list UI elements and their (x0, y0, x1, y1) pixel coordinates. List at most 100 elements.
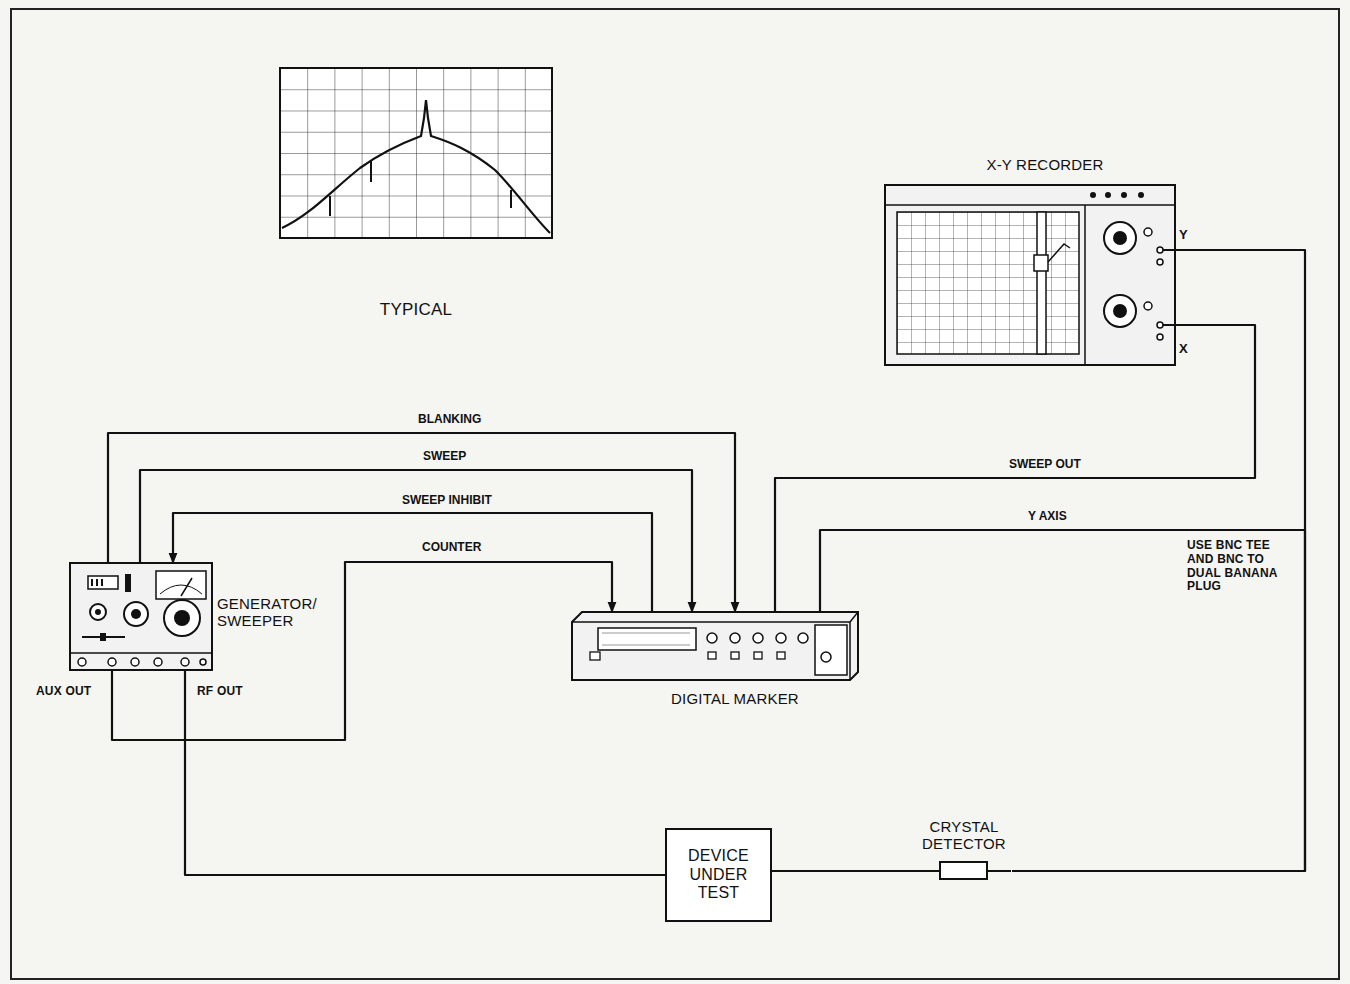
scope-display-part (282, 100, 550, 233)
terminal-label: Y (1179, 228, 1193, 243)
x-y-recorder-drawing-part (1121, 192, 1127, 198)
generator-sweeper-drawing-part (125, 574, 131, 592)
digital-marker-drawing-part (850, 612, 858, 622)
recorder-instrument: X-Y RECORDER (885, 156, 1175, 365)
x-y-recorder-drawing-part (897, 212, 1079, 354)
node-label: X-Y RECORDER (955, 156, 1135, 173)
digital-marker-drawing-part (730, 633, 740, 643)
scope-display-part (280, 68, 552, 238)
page-frame-part (11, 9, 1339, 979)
digital-marker-drawing-part (590, 652, 600, 660)
x-y-recorder-drawing-part (1105, 192, 1111, 198)
page-frame (11, 9, 1339, 979)
crystal-detector-drawing (917, 862, 1011, 879)
digital-marker-drawing-part (815, 625, 847, 675)
generator-sweeper-drawing-part (181, 578, 192, 596)
signal-cable (820, 530, 1305, 871)
node-label: DIGITAL MARKER (612, 690, 858, 707)
x-y-recorder-drawing-part (1084, 205, 1086, 365)
generator-sweeper-drawing-part (174, 610, 190, 626)
scope-display-part (280, 68, 552, 238)
digital-marker-drawing-part (598, 628, 696, 650)
x-y-recorder-drawing-part (1138, 192, 1144, 198)
marker-instrument: DIGITAL MARKER (572, 612, 860, 712)
x-y-recorder-drawing-part (885, 185, 1175, 365)
digital-marker-drawing-part (821, 652, 831, 662)
generator-sweeper-drawing-part (78, 658, 86, 666)
signal-cable (108, 433, 735, 612)
x-y-recorder-drawing-part (1163, 250, 1176, 325)
digital-marker-drawing-part (572, 621, 850, 623)
digital-marker-drawing-part (731, 652, 739, 659)
generator-sweeper-drawing-part (100, 633, 106, 641)
port-label: AUX OUT (36, 685, 106, 699)
x-y-recorder-drawing-part (1144, 228, 1152, 236)
device-box: DEVICE UNDER TEST (665, 828, 772, 922)
generator-sweeper-drawing-part (156, 571, 206, 599)
x-y-recorder-drawing-part (1144, 302, 1152, 310)
cable-label: COUNTER (419, 540, 484, 554)
digital-marker-drawing-part (707, 633, 717, 643)
generator-sweeper-drawing-part (108, 658, 116, 666)
cable-label: SWEEP OUT (1006, 457, 1084, 471)
x-y-recorder-drawing-part (1104, 222, 1136, 254)
scope-display-part (280, 68, 552, 238)
signal-cable (112, 562, 612, 740)
cable-label: SWEEP (420, 449, 469, 463)
digital-marker-drawing-part (777, 652, 785, 659)
x-y-recorder-drawing-part (1157, 247, 1163, 253)
terminal-label: X (1179, 342, 1193, 357)
node-label: GENERATOR/ SWEEPER (217, 595, 317, 630)
generator-sweeper-drawing-part (88, 576, 118, 589)
scope-display-part (330, 160, 511, 216)
node-label: DEVICE UNDER TEST (673, 847, 765, 902)
x-y-recorder-drawing-part (885, 204, 1175, 206)
generator-sweeper-drawing-part (164, 600, 200, 636)
x-y-recorder-drawing-part (1048, 244, 1070, 262)
x-y-recorder-drawing-part (1113, 231, 1127, 245)
generator-sweeper-drawing-part (200, 659, 206, 665)
x-y-recorder-drawing-part (1113, 304, 1127, 318)
digital-marker-drawing-part (602, 633, 690, 645)
digital-marker-drawing-part (849, 622, 851, 680)
generator-sweeper-drawing-part (154, 658, 162, 666)
x-y-recorder-drawing-part (1157, 259, 1163, 265)
signal-cable (140, 470, 692, 612)
generator-sweeper-drawing-part (131, 609, 141, 619)
digital-marker-drawing (572, 612, 858, 680)
x-y-recorder-drawing-part (897, 212, 1079, 354)
x-y-recorder-drawing-part (1034, 255, 1048, 271)
generator-instrument: GENERATOR/ SWEEPER (70, 563, 320, 670)
x-y-recorder-drawing-part (1037, 212, 1046, 354)
digital-marker-drawing-part (754, 652, 762, 659)
signal-cable (185, 670, 665, 875)
x-y-recorder-drawing-part (897, 212, 1079, 354)
signal-cable (772, 870, 918, 872)
figure-title: TYPICAL (336, 300, 496, 320)
port-label: RF OUT (197, 685, 267, 699)
cable-label: BLANKING (415, 412, 484, 426)
generator-sweeper-drawing-part (95, 609, 101, 615)
cable-label: Y AXIS (1025, 509, 1070, 523)
x-y-recorder-drawing-part (1157, 334, 1163, 340)
generator-sweeper-drawing-part (131, 658, 139, 666)
crystal-detector-drawing-part (940, 862, 987, 879)
x-y-recorder-drawing-part (1157, 322, 1163, 328)
x-y-recorder-drawing-part (1104, 295, 1136, 327)
x-y-recorder-drawing (885, 185, 1176, 365)
x-y-recorder-drawing-part (1090, 192, 1096, 198)
digital-marker-drawing-part (708, 652, 716, 659)
connection-note: USE BNC TEE AND BNC TO DUAL BANANA PLUG (1187, 539, 1282, 594)
generator-sweeper-drawing-part (92, 579, 102, 586)
digital-marker-drawing-part (776, 633, 786, 643)
generator-sweeper-drawing-part (70, 652, 212, 654)
signal-cable (1012, 250, 1305, 871)
generator-sweeper-drawing-part (181, 658, 189, 666)
generator-sweeper-drawing-part (90, 604, 106, 620)
cable-label: SWEEP INHIBIT (399, 493, 495, 507)
generator-sweeper-drawing (70, 563, 212, 670)
digital-marker-drawing-part (798, 633, 808, 643)
generator-sweeper-drawing-part (160, 585, 202, 594)
node-label: CRYSTAL DETECTOR (918, 818, 1010, 853)
